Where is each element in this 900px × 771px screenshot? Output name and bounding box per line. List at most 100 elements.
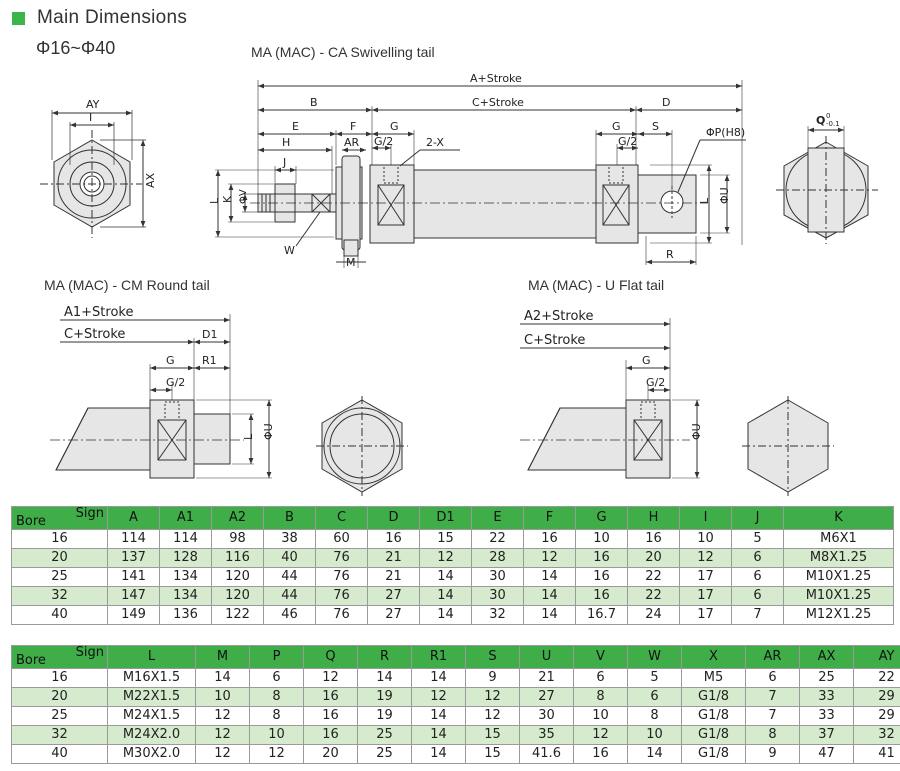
table-cell: 8	[249, 687, 304, 707]
bore-cell: 20	[11, 687, 108, 707]
table-cell: 120	[211, 567, 264, 587]
table-cell: 12	[419, 548, 472, 568]
table-cell: 25	[357, 744, 412, 764]
caption-u: MA (MAC) - U Flat tail	[528, 277, 665, 293]
table-cell: 10	[573, 706, 628, 726]
table-cell: G1/8	[681, 706, 746, 726]
front-view-left	[40, 110, 146, 238]
table-cell: 12	[195, 744, 250, 764]
table-cell: M24X1.5	[107, 706, 196, 726]
table-cell: 134	[159, 586, 212, 606]
table-cell: 8	[627, 706, 682, 726]
table-cell: 14	[419, 586, 472, 606]
bore-cell: 16	[11, 668, 108, 688]
table-cell: 76	[315, 567, 368, 587]
dim-r1: R1	[202, 354, 217, 367]
table-cell: 12	[573, 725, 628, 745]
table-cell: 21	[367, 567, 420, 587]
table-cell: 14	[627, 744, 682, 764]
table-cell: 12	[465, 706, 520, 726]
table-cell: 14	[195, 668, 250, 688]
dim-c-stroke-cm: C+Stroke	[64, 327, 125, 342]
technical-drawing: AY I AX A+Stroke B C+Stroke D E F G G/2 …	[40, 72, 878, 496]
dim-g-cm: G	[166, 354, 175, 367]
table-cell: 114	[107, 529, 160, 549]
table-cell: 116	[211, 548, 264, 568]
dim-g2-u: G/2	[646, 376, 665, 389]
dim-s: S	[652, 120, 659, 133]
table-cell: 14	[419, 567, 472, 587]
table-cell: 22	[471, 529, 524, 549]
table-cell: 12	[465, 687, 520, 707]
col-header: P	[249, 645, 304, 669]
col-header: AX	[799, 645, 854, 669]
col-header: A	[107, 506, 160, 530]
table-cell: 120	[211, 586, 264, 606]
col-header: W	[627, 645, 682, 669]
table-cell: 5	[627, 668, 682, 688]
bore-cell: 40	[11, 605, 108, 625]
dim-2x: 2-X	[426, 136, 444, 149]
table-cell: 128	[159, 548, 212, 568]
col-header: K	[783, 506, 894, 530]
dim-d: D	[662, 96, 670, 109]
table-cell: 16	[575, 586, 628, 606]
dim-u-rear: ΦU	[718, 187, 731, 204]
corner-bore: Bore	[16, 653, 46, 668]
bore-cell: 20	[11, 548, 108, 568]
table-cell: 7	[731, 605, 784, 625]
table-cell: M10X1.25	[783, 567, 894, 587]
table-cell: 136	[159, 605, 212, 625]
table-cell: 44	[263, 567, 316, 587]
table-cell: 41	[853, 744, 900, 764]
table-cell: 7	[745, 687, 800, 707]
dim-j: J	[282, 156, 286, 169]
table-cell: 12	[249, 744, 304, 764]
table-cell: 14	[411, 744, 466, 764]
table-cell: 27	[519, 687, 574, 707]
table-cell: 15	[419, 529, 472, 549]
bore-cell: 25	[11, 567, 108, 587]
table-cell: G1/8	[681, 725, 746, 745]
dim-g2-rear: G/2	[618, 135, 637, 148]
table-cell: 76	[315, 586, 368, 606]
section-header: Main Dimensions	[12, 6, 187, 30]
table-cell: 20	[303, 744, 358, 764]
side-view-ca	[215, 80, 746, 268]
table-cell: 12	[679, 548, 732, 568]
table-cell: 6	[627, 687, 682, 707]
dim-k: K	[221, 195, 234, 203]
front-view-u	[742, 396, 834, 496]
table-cell: 9	[745, 744, 800, 764]
table-cell: 6	[731, 567, 784, 587]
table-cell: 20	[627, 548, 680, 568]
table-cell: 6	[731, 586, 784, 606]
dim-ax: AX	[144, 172, 157, 188]
bore-cell: 40	[11, 744, 108, 764]
dim-ay: AY	[86, 98, 100, 111]
col-header: AY	[853, 645, 900, 669]
table-cell: 141	[107, 567, 160, 587]
col-header: F	[523, 506, 576, 530]
table-cell: 32	[471, 605, 524, 625]
col-header: I	[679, 506, 732, 530]
table-cell: 12	[195, 725, 250, 745]
table-cell: 14	[523, 586, 576, 606]
table-cell: G1/8	[681, 687, 746, 707]
table-cell: 14	[523, 605, 576, 625]
dim-ar: AR	[344, 136, 360, 149]
table-cell: 21	[519, 668, 574, 688]
table-cell: 30	[519, 706, 574, 726]
caption-ca: MA (MAC) - CA Swivelling tail	[251, 44, 435, 60]
table-cell: M24X2.0	[107, 725, 196, 745]
bore-cell: 32	[11, 725, 108, 745]
table-cell: 30	[471, 567, 524, 587]
dim-g-rear: G	[612, 120, 621, 133]
table-cell: 16	[523, 529, 576, 549]
col-header: L	[107, 645, 196, 669]
